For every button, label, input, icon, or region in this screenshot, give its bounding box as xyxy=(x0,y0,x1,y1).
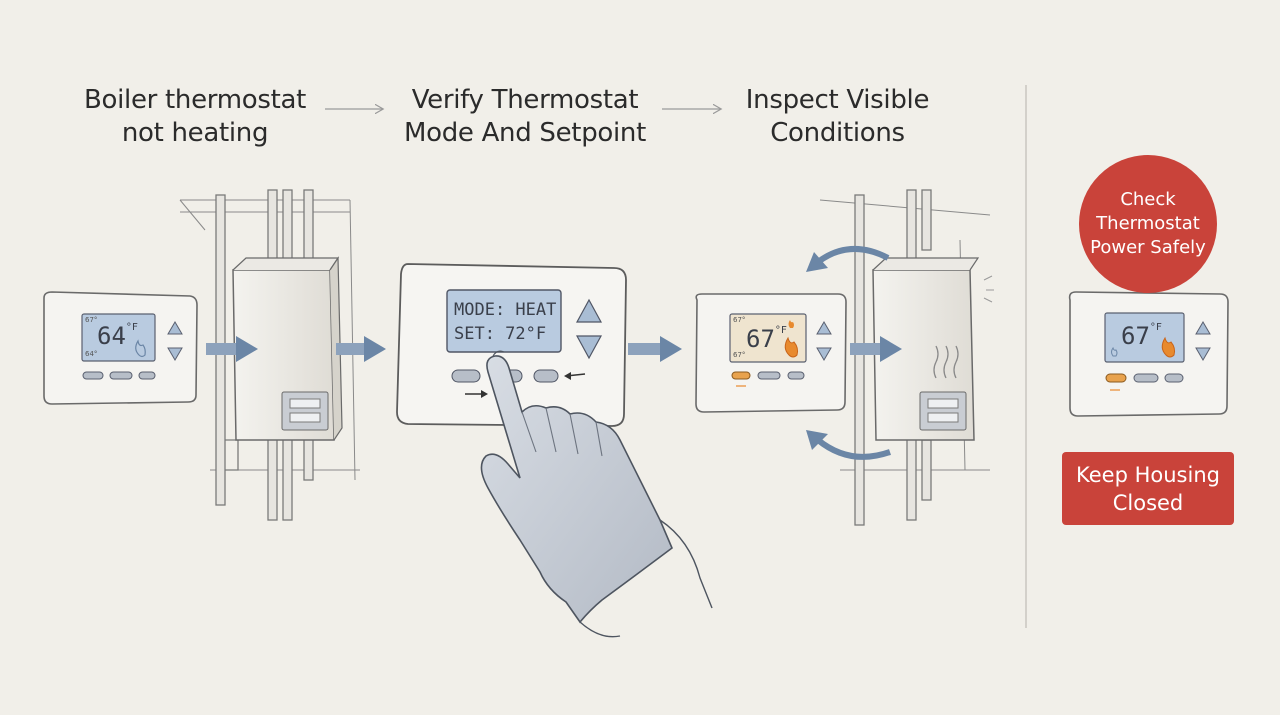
curved-cycle-arrow-icon xyxy=(806,245,891,460)
flow-arrow-1b xyxy=(336,336,386,362)
thermostat-3-small-top: 67° xyxy=(733,316,746,324)
flame-icon xyxy=(135,339,146,358)
step-2-title: Verify Thermostat Mode And Setpoint xyxy=(385,84,665,150)
step-2-title-line-2: Mode And Setpoint xyxy=(403,118,647,148)
step-1-title-line-1: Boiler thermostat xyxy=(83,85,307,115)
down-arrow-button-icon xyxy=(1195,347,1211,361)
warning-circle-line-3: Power Safely xyxy=(1090,237,1206,258)
warning-circle-line-1: Check xyxy=(1120,189,1176,210)
thermostat-3-temp-unit: °F xyxy=(774,325,787,336)
down-arrow-button-icon xyxy=(167,347,183,361)
step-2-title-line-1: Verify Thermostat xyxy=(411,85,639,115)
warning-circle-line-2: Thermostat xyxy=(1096,213,1200,234)
glove-hand-icon xyxy=(480,350,713,638)
warning-box-line-1: Keep Housing xyxy=(1076,462,1220,487)
thermostat-2 xyxy=(396,263,627,427)
thermostat-2-setpoint: SET: 72°F xyxy=(454,324,547,344)
flow-arrow-2 xyxy=(628,336,682,362)
thermostat-4-temp-unit: °F xyxy=(1149,322,1162,333)
up-arrow-button-icon xyxy=(167,321,183,335)
thermostat-1-temp-unit: °F xyxy=(125,322,138,333)
keep-housing-closed-warning-box: Keep Housing Closed xyxy=(1062,452,1234,525)
thermostat-2-mode: MODE: HEAT xyxy=(454,300,557,320)
down-arrow-button-icon xyxy=(575,335,603,360)
flame-icon xyxy=(784,336,799,358)
down-arrow-button-icon xyxy=(816,347,832,361)
thermostat-3 xyxy=(695,293,847,413)
thermostat-4-temp: 67°F xyxy=(1121,322,1162,350)
up-arrow-button-icon xyxy=(816,321,832,335)
up-arrow-button-icon xyxy=(1195,321,1211,335)
flame-icon xyxy=(1161,336,1176,358)
thermostat-1-temp: 64°F xyxy=(97,322,138,350)
flow-arrow-3 xyxy=(850,336,902,362)
step-1-title: Boiler thermostat not heating xyxy=(60,84,330,150)
thermostat-3-temp: 67°F xyxy=(746,325,787,353)
check-power-warning-text: Check Thermostat Power Safely xyxy=(1083,188,1213,260)
thermostat-1 xyxy=(43,291,198,405)
up-arrow-button-icon xyxy=(575,298,603,323)
warning-box-line-2: Closed xyxy=(1112,490,1184,515)
thermostat-3-temp-value: 67 xyxy=(746,325,775,353)
heat-waves-icon xyxy=(933,345,959,379)
keep-housing-closed-text: Keep Housing Closed xyxy=(1076,461,1220,517)
thermostat-4 xyxy=(1068,291,1229,417)
step-3-title: Inspect Visible Conditions xyxy=(725,84,950,150)
thermostat-3-small-bottom: 67° xyxy=(733,351,746,359)
flow-arrow-1a xyxy=(206,336,258,362)
thermostat-1-temp-value: 64 xyxy=(97,322,126,350)
thermostat-4-temp-value: 67 xyxy=(1121,322,1150,350)
thermostat-1-small-bottom: 64° xyxy=(85,350,98,358)
step-3-title-line-2: Conditions xyxy=(770,118,905,148)
step-1-title-line-2: not heating xyxy=(121,118,269,148)
boiler-3 xyxy=(872,257,994,441)
check-power-warning-circle: Check Thermostat Power Safely xyxy=(1079,155,1217,293)
thermostat-1-small-top: 67° xyxy=(85,316,98,324)
step-3-title-line-1: Inspect Visible xyxy=(745,85,930,115)
